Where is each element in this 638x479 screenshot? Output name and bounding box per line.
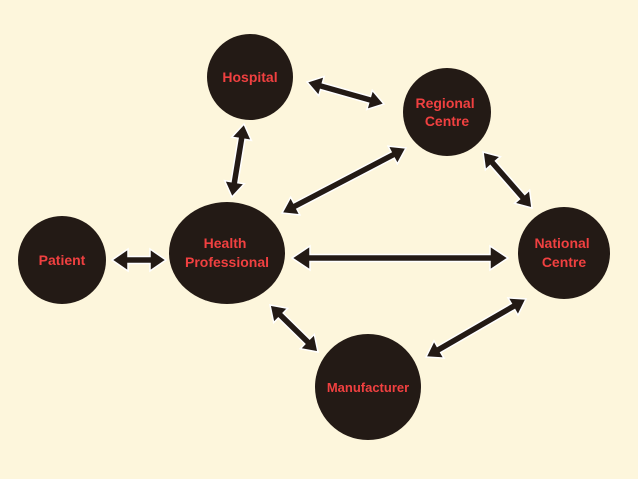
node-patient-label-line1: Patient	[39, 252, 86, 268]
arrow-regional-national	[482, 150, 533, 210]
node-manufacturer-label-line1: Manufacturer	[327, 380, 409, 395]
node-patient-circle	[18, 216, 106, 304]
node-national-centre: National Centre	[518, 207, 610, 299]
node-health-professional-circle	[169, 202, 285, 304]
node-health-professional-label-line1: Health	[204, 235, 247, 251]
arrow-regional-health-professional	[280, 145, 408, 216]
node-manufacturer: Manufacturer	[315, 334, 421, 440]
node-regional-centre: Regional Centre	[403, 68, 491, 156]
node-health-professional-label: Health Professional	[185, 235, 269, 270]
node-regional-centre-label-line2: Centre	[425, 113, 470, 129]
node-health-professional: Health Professional	[169, 202, 285, 304]
node-regional-centre-circle	[403, 68, 491, 156]
arrow-national-manufacturer	[424, 297, 528, 359]
node-regional-centre-label: Regional Centre	[415, 95, 478, 129]
arrow-patient-health-professional	[110, 247, 168, 273]
node-manufacturer-circle	[315, 334, 421, 440]
arrows-group	[110, 75, 533, 359]
arrow-hospital-health-professional	[223, 122, 253, 199]
node-regional-centre-label-line1: Regional	[415, 95, 474, 111]
node-national-centre-label-line1: National	[534, 235, 589, 251]
node-patient-label: Patient	[39, 252, 86, 268]
node-hospital-label-line1: Hospital	[222, 69, 277, 85]
arrow-health-professional-manufacturer	[269, 304, 319, 353]
node-hospital-label: Hospital	[222, 69, 277, 85]
arrow-hospital-regional	[305, 75, 386, 111]
node-manufacturer-label: Manufacturer	[327, 380, 409, 395]
node-national-centre-circle	[518, 207, 610, 299]
node-national-centre-label-line2: Centre	[542, 254, 587, 270]
node-health-professional-label-line2: Professional	[185, 254, 269, 270]
node-patient: Patient	[18, 216, 106, 304]
node-hospital: Hospital	[207, 34, 293, 120]
node-national-centre-label: National Centre	[534, 235, 593, 270]
node-hospital-circle	[207, 34, 293, 120]
arrow-health-professional-national	[290, 244, 510, 272]
